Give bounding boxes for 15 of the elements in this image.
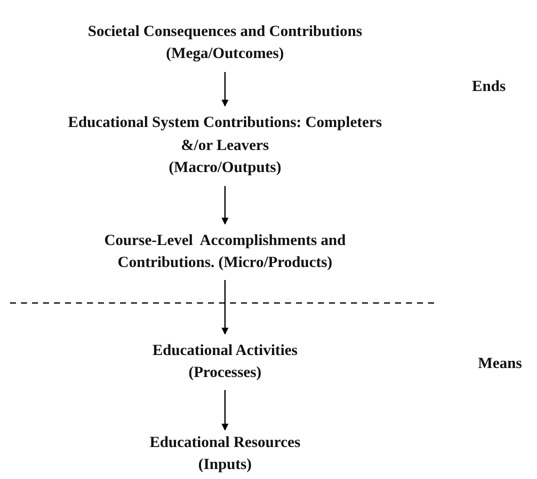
stage-title: Societal Consequences and Contributions <box>88 22 362 42</box>
stage-subtitle: (Macro/Outputs) <box>168 158 282 178</box>
stage-title: Educational Resources <box>150 432 300 453</box>
stage-subtitle: (Mega/Outcomes) <box>166 44 284 64</box>
stage-subtitle: (Processes) <box>188 363 262 383</box>
stage-title: Educational System Contributions: Completers &/or Leavers <box>67 113 383 156</box>
section-label: Ends <box>472 78 506 97</box>
arrow <box>222 280 228 335</box>
section-label: Means <box>478 355 522 374</box>
stage-title: Educational Activities <box>152 340 298 361</box>
arrow <box>222 72 228 107</box>
stage-subtitle: (Inputs) <box>198 455 252 475</box>
arrow <box>222 390 228 431</box>
arrow <box>222 186 228 225</box>
stage-title: Course-Level Accomplishments and Contributions. (Micro/Products) <box>103 230 347 273</box>
